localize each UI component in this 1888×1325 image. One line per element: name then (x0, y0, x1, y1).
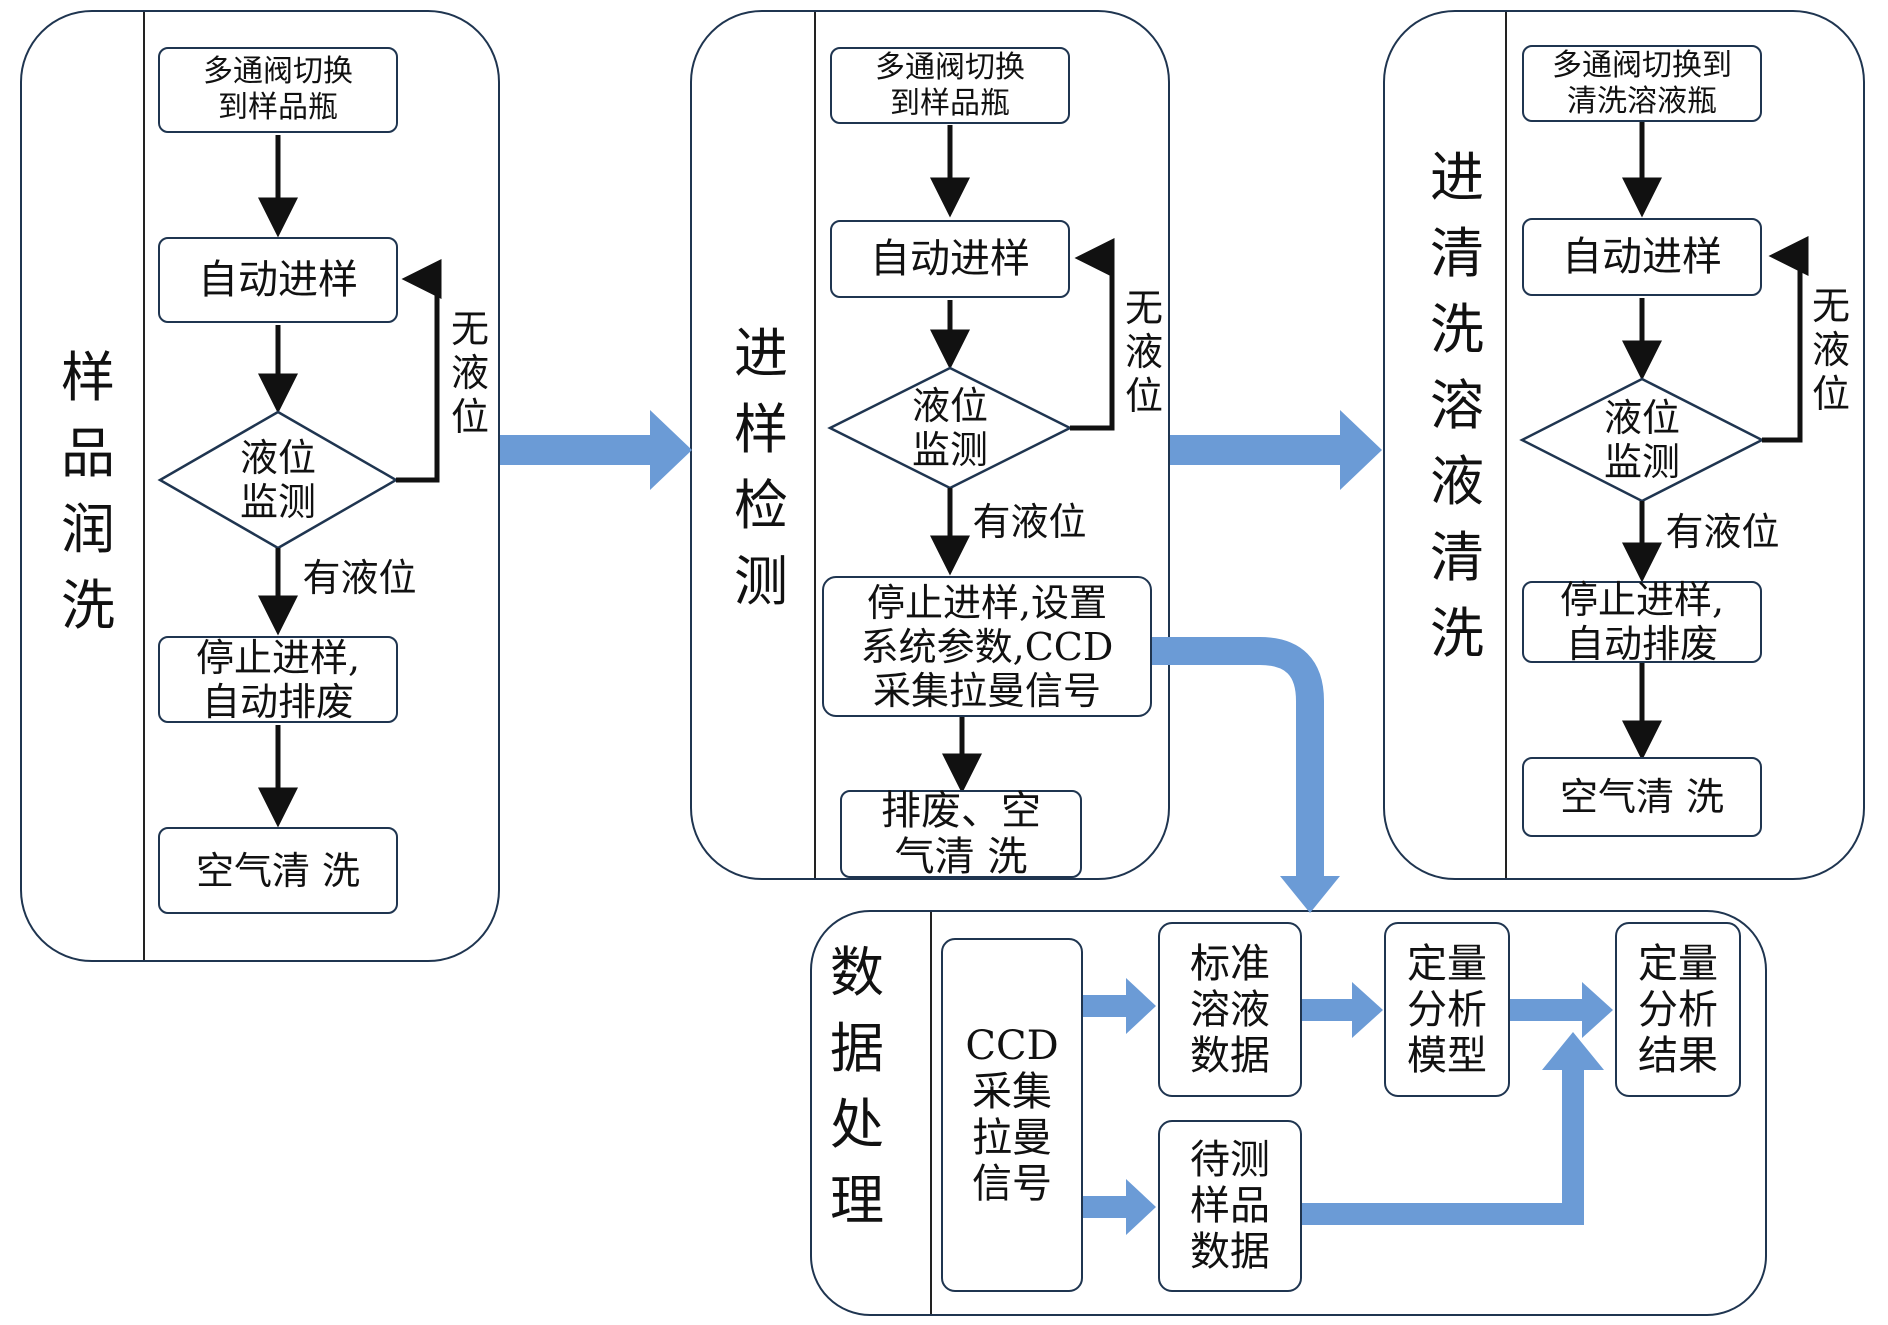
box-quantitative-model: 定量 分析 模型 (1384, 922, 1510, 1097)
decision-level-monitor: 液位 监测 (1603, 396, 1680, 484)
flow-arrow-detect-to-clean (1170, 410, 1382, 490)
lane-divider (814, 12, 816, 878)
step-auto-injection: 自动进样 (1522, 218, 1762, 296)
lane-title-clean: 进 清 洗 溶 液 清 洗 (1430, 146, 1484, 665)
box-ccd-raman-signal: CCD 采集 拉曼 信号 (941, 938, 1083, 1292)
lane-title-detect: 进 样 检 测 (734, 322, 788, 613)
step-air-clean: 空气清 洗 (158, 827, 398, 914)
label-has-liquid: 有液位 (1665, 510, 1780, 554)
lane-divider (143, 12, 145, 960)
flow-arrow-rinse-to-detect (500, 410, 692, 490)
step-stop-set-params-ccd: 停止进样,设置 系统参数,CCD 采集拉曼信号 (822, 576, 1152, 717)
label-no-liquid: 无 液 位 (450, 307, 489, 439)
step-air-clean: 空气清 洗 (1522, 757, 1762, 837)
step-auto-injection: 自动进样 (158, 237, 398, 323)
decision-level-monitor: 液位 监测 (239, 436, 316, 524)
step-switch-valve: 多通阀切换 到样品瓶 (158, 47, 398, 133)
step-switch-valve-clean: 多通阀切换到 清洗溶液瓶 (1522, 45, 1762, 122)
label-has-liquid: 有液位 (972, 500, 1087, 544)
lane-divider (930, 912, 932, 1314)
step-auto-injection: 自动进样 (830, 220, 1070, 298)
step-switch-valve: 多通阀切换 到样品瓶 (830, 47, 1070, 124)
step-drain-air-clean: 排废、空 气清 洗 (840, 788, 1082, 880)
decision-level-monitor: 液位 监测 (911, 384, 988, 472)
lane-title-data: 数 据 处 理 (830, 941, 884, 1232)
label-no-liquid: 无 液 位 (1124, 286, 1163, 418)
lane-divider (1505, 12, 1507, 878)
step-stop-and-drain: 停止进样, 自动排废 (158, 636, 398, 724)
label-has-liquid: 有液位 (302, 556, 417, 600)
step-stop-and-drain: 停止进样, 自动排废 (1522, 578, 1762, 666)
lane-title-rinse: 样 品 润 洗 (61, 346, 115, 637)
flow-arrow-detect-to-data (1280, 876, 1340, 913)
box-sample-data: 待测 样品 数据 (1158, 1120, 1302, 1292)
label-no-liquid: 无 液 位 (1811, 284, 1850, 416)
box-standard-solution-data: 标准 溶液 数据 (1158, 922, 1302, 1097)
box-quantitative-result: 定量 分析 结果 (1615, 922, 1741, 1097)
